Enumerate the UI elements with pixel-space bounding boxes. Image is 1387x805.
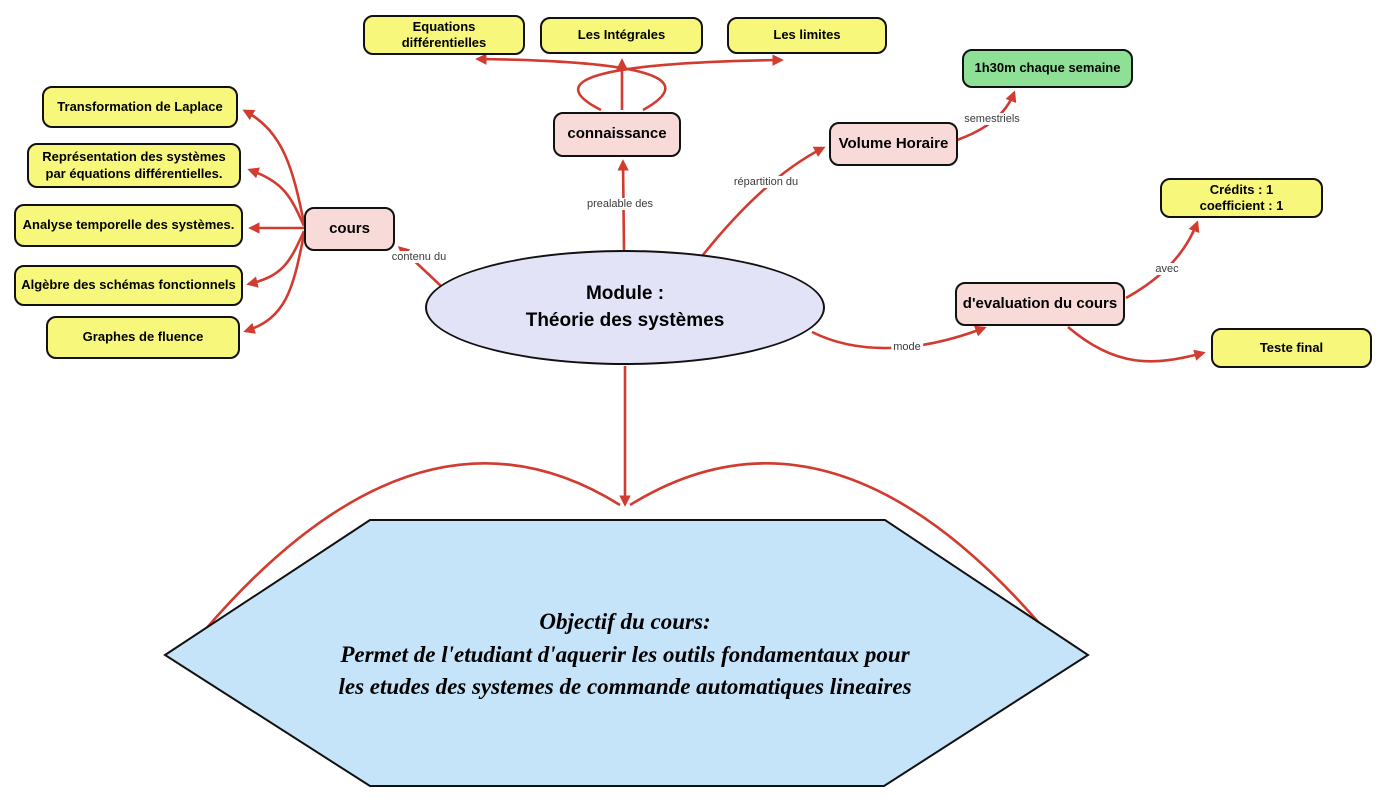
edge-evaluation-to-credits (1125, 220, 1200, 300)
node-label: 1h30m chaque semaine (974, 60, 1121, 76)
node-cours[interactable]: cours (304, 207, 395, 251)
edge-objectif-arc-left (204, 462, 621, 631)
node-teste-final[interactable]: Teste final (1211, 328, 1372, 368)
node-algebre[interactable]: Algèbre des schémas fonctionnels (14, 265, 243, 306)
node-limites[interactable]: Les limites (727, 17, 887, 54)
node-label: Algèbre des schémas fonctionnels (21, 277, 236, 293)
node-module[interactable]: Module : Théorie des systèmes (425, 250, 825, 365)
node-laplace[interactable]: Transformation de Laplace (42, 86, 238, 128)
edge-evaluation-to-teste (1067, 326, 1206, 363)
node-label: cours (329, 219, 370, 237)
edge-cours-to-representation (247, 167, 306, 227)
edge-cours-to-algebre (246, 230, 306, 288)
node-label: Graphes de fluence (82, 329, 204, 345)
objectif-line1: Objectif du cours: (539, 609, 711, 634)
edge-connaissance-to-limites (577, 54, 784, 112)
node-volume-horaire[interactable]: Volume Horaire (829, 122, 958, 166)
node-label-line2: par équations différentielles. (45, 165, 223, 181)
node-integrales[interactable]: Les Intégrales (540, 17, 703, 54)
node-label-line1: Crédits : 1 (1209, 181, 1274, 197)
node-label: Les limites (773, 27, 841, 43)
node-credits[interactable]: Crédits : 1 coefficient : 1 (1160, 178, 1323, 218)
edge-cours-to-graphes (243, 233, 306, 334)
objectif-line2: Permet de l'etudiant d'aquerir les outil… (340, 641, 910, 667)
edge-label-avec[interactable]: avec (1153, 263, 1181, 275)
node-equations-differentielles[interactable]: Equations différentielles (363, 15, 525, 55)
edge-module-to-evaluation (811, 325, 987, 350)
node-graphes[interactable]: Graphes de fluence (46, 316, 240, 359)
edge-label-contenu[interactable]: contenu du (389, 251, 449, 263)
edge-label-repartition[interactable]: répartition du (731, 176, 801, 188)
node-label-line1: Module : (585, 282, 665, 304)
node-label: Volume Horaire (838, 134, 949, 152)
node-evaluation[interactable]: d'evaluation du cours (955, 282, 1125, 326)
node-label: d'evaluation du cours (962, 294, 1118, 312)
node-analyse[interactable]: Analyse temporelle des systèmes. (14, 204, 243, 247)
objectif-text: Objectif du cours: Permet de l'etudiant … (180, 606, 1070, 704)
node-label: Les Intégrales (577, 27, 666, 43)
node-representation[interactable]: Représentation des systèmes par équation… (27, 143, 241, 188)
node-label: Equations différentielles (401, 18, 487, 50)
edge-objectif-arc-right (629, 462, 1046, 631)
node-connaissance[interactable]: connaissance (553, 112, 681, 157)
edge-cours-to-laplace (242, 109, 306, 224)
edge-label-prealable[interactable]: prealable des (584, 198, 656, 210)
node-label-line1: Représentation des systèmes (42, 149, 226, 165)
edge-label-mode[interactable]: mode (891, 341, 923, 353)
edge-label-semestriels[interactable]: semestriels (962, 113, 1022, 125)
node-label: Teste final (1259, 339, 1324, 355)
node-label-line2: coefficient : 1 (1199, 198, 1284, 213)
edge-connaissance-to-equations (475, 53, 667, 112)
node-label: Transformation de Laplace (57, 98, 223, 114)
node-label: Analyse temporelle des systèmes. (22, 217, 235, 233)
node-label: connaissance (567, 125, 667, 143)
node-label-line2: Théorie des systèmes (525, 309, 725, 331)
objectif-line3: les etudes des systemes de commande auto… (338, 674, 912, 700)
objectif-hexagon[interactable] (163, 519, 1090, 787)
edge-module-to-volume-horaire (690, 146, 826, 270)
node-semaine[interactable]: 1h30m chaque semaine (962, 49, 1133, 88)
